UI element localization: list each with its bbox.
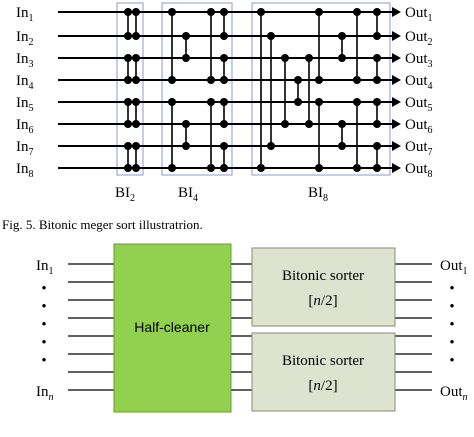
block-label-2: BI4 [178,185,198,204]
comparator [257,8,265,172]
comparator [124,54,132,84]
input-label-5: In5 [16,95,34,114]
half-cleaner-label: Half-cleaner [134,319,210,335]
input-label-4: In4 [16,73,34,92]
comparator [132,98,140,128]
comparator [281,54,289,128]
bitonic-sorter-top-title: Bitonic sorter [282,268,364,284]
comparator [353,98,361,172]
comparator [132,54,140,84]
block-label-1: BI2 [115,185,135,204]
comparator [373,54,381,84]
output-last-label: Outn [440,384,468,403]
bitonic-sorter-bottom-title: Bitonic sorter [282,353,364,369]
input-label-7: In7 [16,139,34,158]
comparator [182,32,190,62]
comparator [207,8,215,84]
comparator [305,54,313,128]
bi-block-outline-2 [161,2,233,176]
bitonic-sorter-bottom-size: [n/2] [308,378,337,394]
output-label-5: Out5 [405,95,433,114]
bitonic-sorter-top-box [251,247,396,327]
ellipsis-dot: • [449,317,454,333]
comparator [373,142,381,172]
comparator [207,98,215,172]
comparator [220,98,228,128]
comparator [124,142,132,172]
bitonic-sorter-bottom-box [251,332,396,412]
output-label-2: Out2 [405,29,433,48]
comparator [353,8,361,84]
bi-block-outline-3 [251,2,391,176]
ellipsis-dot: • [41,353,46,369]
comparator [315,8,323,84]
arrow-head [392,75,401,85]
comparator [182,120,190,150]
ellipsis-dot: • [41,299,46,315]
output-label-6: Out6 [405,117,433,136]
arrow-head [392,163,401,173]
input-label-1: In1 [16,5,34,24]
output-label-3: Out3 [405,51,433,70]
input-label-6: In6 [16,117,34,136]
comparator [132,8,140,40]
ellipsis-dot: • [41,335,46,351]
comparator [124,8,132,40]
ellipsis-dot: • [41,317,46,333]
comparator [338,120,346,150]
output-label-8: Out8 [405,161,433,180]
block-label-3: BI8 [308,185,328,204]
output-label-1: Out1 [405,5,433,24]
input-label-2: In2 [16,29,34,48]
comparator [294,76,302,106]
comparator [267,32,275,150]
bi-block-outline-1 [116,2,144,176]
comparator [124,98,132,128]
arrow-head [392,7,401,17]
arrow-head [392,31,401,41]
comparator [373,98,381,128]
comparator [220,8,228,40]
output-first-label: Out1 [440,258,468,277]
arrow-head [392,97,401,107]
ellipsis-dot: • [41,281,46,297]
input-last-label: Inn [36,384,54,403]
output-label-7: Out7 [405,139,433,158]
comparator [373,8,381,40]
input-label-8: In8 [16,161,34,180]
comparator [315,98,323,172]
arrow-head [392,141,401,151]
input-first-label: In1 [36,258,54,277]
comparator [132,142,140,172]
comparator [168,98,176,172]
arrow-head [392,53,401,63]
comparator [220,142,228,172]
figure-caption: Fig. 5. Bitonic meger sort illustratrion… [2,217,203,232]
arrow-head [392,119,401,129]
half-cleaner-box [113,243,232,413]
ellipsis-dot: • [449,299,454,315]
bitonic-sorter-diagram: Half-cleaner Bitonic sorter [n/2] Bitoni… [36,243,468,413]
comparator [338,32,346,62]
ellipsis-dot: • [449,353,454,369]
comparator [220,54,228,84]
input-label-3: In3 [16,51,34,70]
ellipsis-dot: • [449,281,454,297]
ellipsis-dot: • [449,335,454,351]
output-label-4: Out4 [405,73,433,92]
comparator [168,8,176,84]
bitonic-sorter-top-size: [n/2] [308,293,337,309]
